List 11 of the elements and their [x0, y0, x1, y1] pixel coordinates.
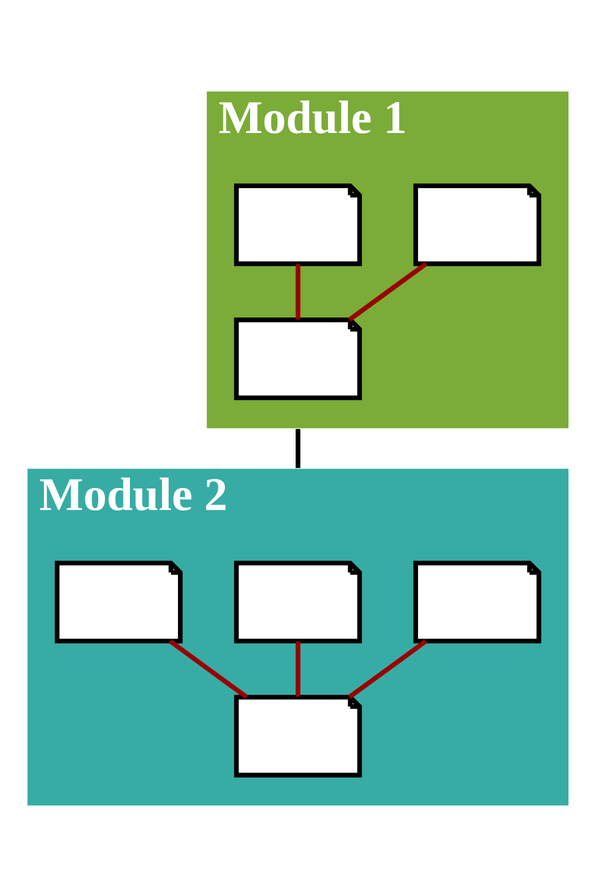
- connector: [168, 638, 248, 698]
- connector: [296, 641, 300, 696]
- connector: [296, 428, 300, 468]
- node-box: [413, 182, 542, 266]
- connector: [348, 638, 428, 698]
- node-box: [54, 560, 183, 643]
- node-box: [413, 560, 542, 643]
- connector: [348, 261, 428, 322]
- cluster: Module 2: [26, 466, 570, 807]
- connector: [296, 264, 300, 319]
- cluster: Module 1: [205, 89, 570, 430]
